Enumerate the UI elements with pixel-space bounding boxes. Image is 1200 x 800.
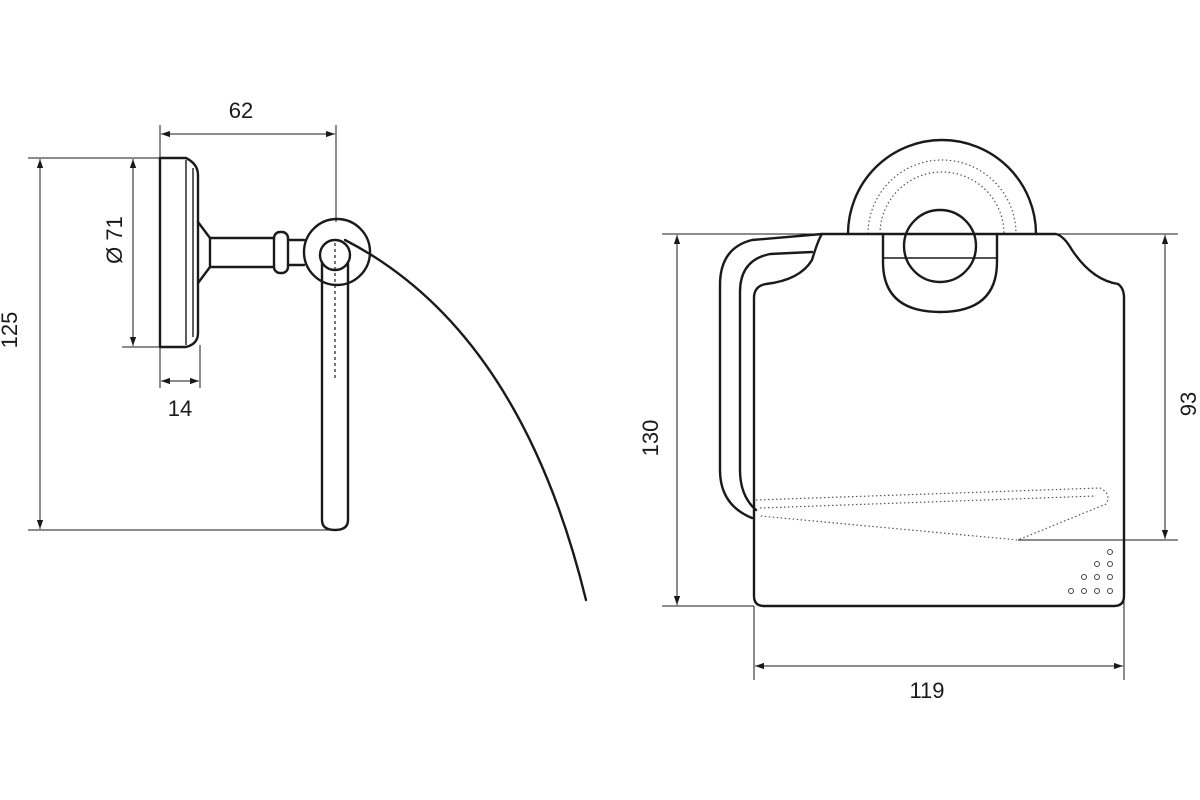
side-swing-arc [343, 238, 588, 602]
front-cover [752, 232, 1126, 608]
side-flange [196, 220, 212, 285]
front-view: 130 93 119 [638, 138, 1200, 703]
front-hub-bracket [881, 232, 999, 314]
side-wall-plate [158, 156, 200, 349]
dim-label-93: 93 [1176, 392, 1200, 416]
side-view: 62 125 Ø 71 14 [0, 98, 588, 602]
front-rosette [846, 138, 1038, 236]
dim-label-130: 130 [638, 420, 663, 457]
front-rosette-pattern [867, 159, 1017, 235]
side-pivot-outer [302, 217, 372, 287]
side-hanging-bar [320, 260, 350, 532]
dim-label-125: 125 [0, 312, 22, 349]
side-collar [272, 230, 290, 275]
dim-label-14: 14 [168, 396, 192, 421]
front-hub-axle [902, 208, 978, 284]
front-wire-loop [718, 232, 824, 520]
side-arm-rod [208, 236, 276, 269]
dim-label-62: 62 [229, 98, 253, 123]
front-paper-sheet [755, 487, 1109, 541]
dim-label-119: 119 [909, 678, 944, 703]
dim-label-71: Ø 71 [102, 216, 127, 264]
front-decor-dots [1068, 549, 1113, 594]
